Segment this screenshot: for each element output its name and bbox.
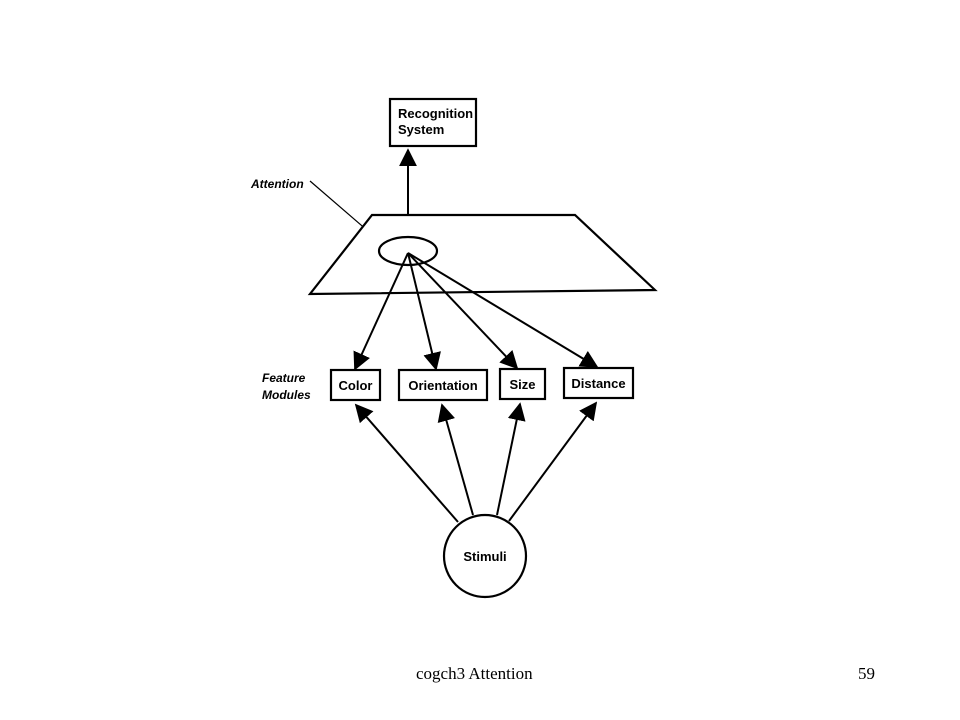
stimuli-to-orientation-arrow <box>437 403 474 516</box>
recognition-system-label-line1: Recognition <box>398 106 473 121</box>
color-to-map-arrow <box>353 252 409 371</box>
attention-label: Attention <box>250 177 304 191</box>
stimuli-to-color-arrow <box>354 403 459 523</box>
recognition-system-label-line2: System <box>398 122 444 137</box>
feature-modules-label-line1: Feature <box>262 371 306 385</box>
stimuli-label: Stimuli <box>463 549 506 564</box>
master-map-plane <box>307 213 658 296</box>
size-module-box <box>498 367 547 401</box>
attention-spotlight <box>377 235 439 267</box>
distance-to-map-arrow <box>407 252 599 368</box>
orientation-module-box <box>397 368 489 402</box>
stimuli-circle <box>442 513 528 599</box>
footer-title: cogch3 Attention <box>416 664 533 683</box>
orientation-to-map-arrow <box>407 252 441 371</box>
distance-module-label: Distance <box>571 376 625 391</box>
recognition-system-box <box>388 97 478 148</box>
stimuli-to-size-arrow <box>496 402 526 516</box>
size-module-label: Size <box>509 377 535 392</box>
size-to-map-arrow <box>407 252 519 370</box>
stimuli-to-distance-arrow <box>508 401 598 522</box>
color-module-box <box>329 368 382 402</box>
page-number: 59 <box>858 664 875 683</box>
color-module-label: Color <box>339 378 373 393</box>
orientation-module-label: Orientation <box>408 378 477 393</box>
distance-module-box <box>562 366 635 400</box>
feature-modules-label-line2: Modules <box>262 388 311 402</box>
